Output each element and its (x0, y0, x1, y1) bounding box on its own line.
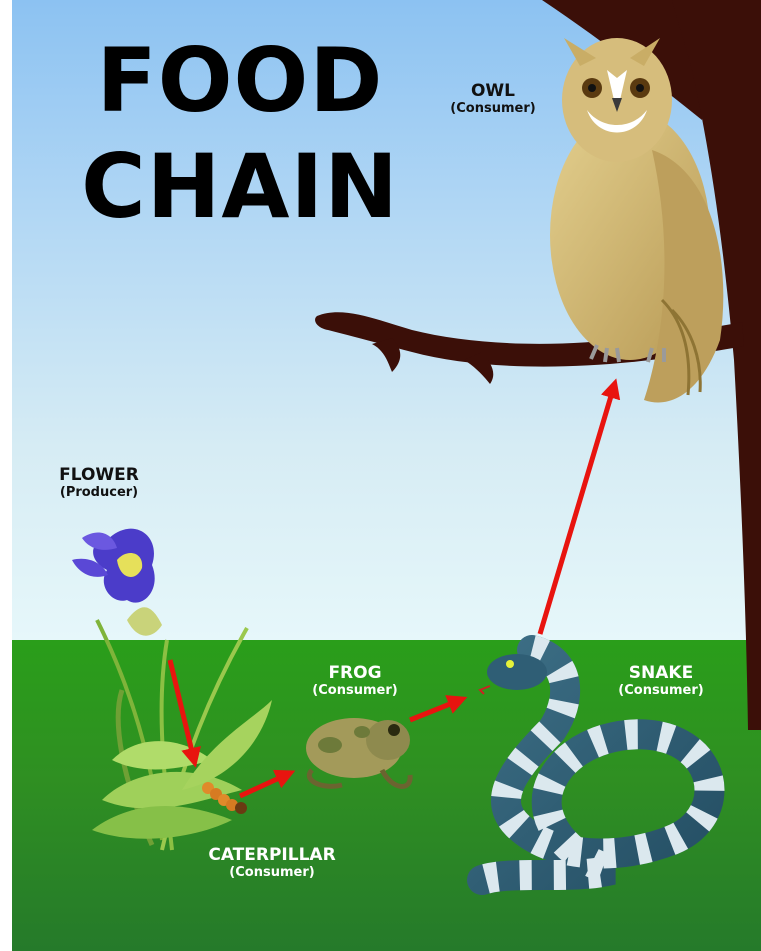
caterpillar-name: CATERPILLAR (182, 846, 362, 866)
title-line-2: CHAIN (50, 134, 430, 240)
title-line-1: FOOD (50, 28, 430, 134)
frog-name: FROG (290, 664, 420, 684)
snake-name: SNAKE (596, 664, 726, 684)
page-title: FOOD CHAIN (50, 28, 430, 240)
arrow-snake-to-owl (540, 386, 614, 634)
caterpillar-role: (Consumer) (182, 866, 362, 881)
frog-illustration (306, 718, 410, 786)
owl-label: OWL (Consumer) (428, 82, 558, 116)
arrow-caterpillar-to-frog (240, 774, 288, 796)
flower-plant-illustration (72, 529, 272, 850)
caterpillar-label: CATERPILLAR (Consumer) (182, 846, 362, 880)
arrow-frog-to-snake (410, 700, 460, 720)
frog-role: (Consumer) (290, 684, 420, 699)
flower-role: (Producer) (34, 486, 164, 501)
snake-label: SNAKE (Consumer) (596, 664, 726, 698)
owl-role: (Consumer) (428, 102, 558, 117)
snake-role: (Consumer) (596, 684, 726, 699)
scene: FOOD CHAIN OWL (Consumer) FLOWER (Produc… (12, 0, 761, 951)
owl-name: OWL (428, 82, 558, 102)
flower-label: FLOWER (Producer) (34, 466, 164, 500)
flower-name: FLOWER (34, 466, 164, 486)
frog-label: FROG (Consumer) (290, 664, 420, 698)
